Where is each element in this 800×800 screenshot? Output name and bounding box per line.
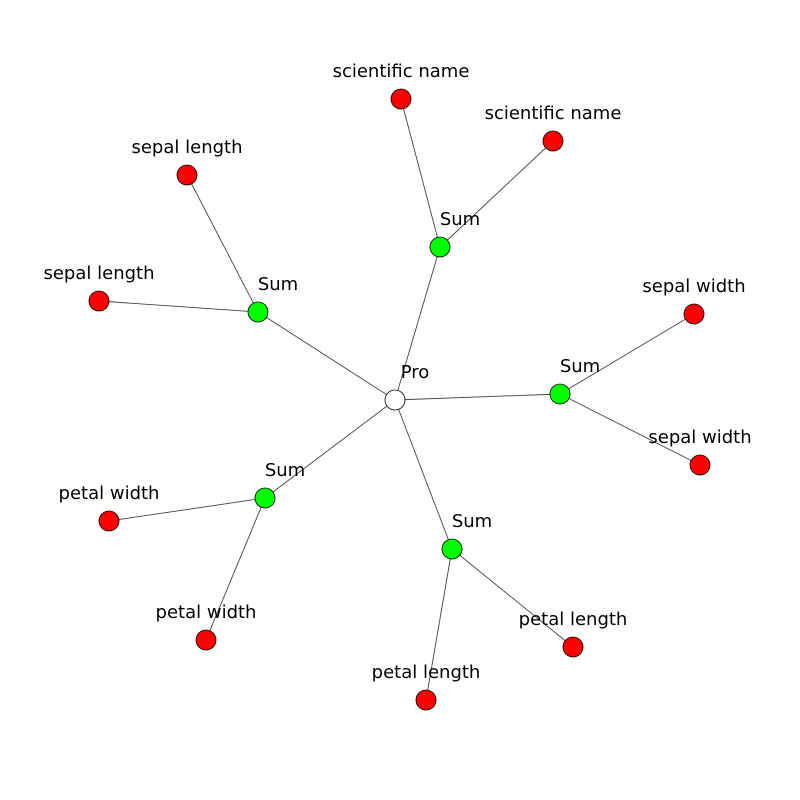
sum-node-label: Sum <box>440 209 480 230</box>
leaf-node <box>415 689 437 711</box>
leaf-node-label: scientific name <box>485 103 622 124</box>
leaf-node-label: petal length <box>519 609 628 630</box>
sum-node-label: Sum <box>560 356 600 377</box>
leaf-node-label: scientific name <box>333 61 470 82</box>
leaf-node <box>689 454 711 476</box>
edge-root-to-sum <box>394 246 441 401</box>
leaf-node-label: sepal width <box>642 276 745 297</box>
edge-root-to-sum <box>394 399 453 550</box>
leaf-node-label: petal width <box>59 483 160 504</box>
leaf-node <box>683 303 705 325</box>
leaf-node <box>88 290 110 312</box>
sum-node <box>429 236 451 258</box>
edge-sum-to-leaf <box>186 174 259 313</box>
leaf-node <box>542 130 564 152</box>
edge-sum-to-leaf <box>425 548 453 701</box>
sum-node-label: Sum <box>258 274 298 295</box>
nodes-layer <box>88 88 711 711</box>
edge-sum-to-leaf <box>400 98 441 248</box>
leaf-node-label: sepal length <box>43 263 154 284</box>
edge-sum-to-leaf <box>98 300 259 313</box>
product-node <box>384 389 406 411</box>
leaf-node-label: sepal width <box>648 427 751 448</box>
edges-layer <box>98 98 701 701</box>
leaf-node-label: sepal length <box>131 137 242 158</box>
edge-sum-to-leaf <box>205 497 266 641</box>
leaf-node-label: petal length <box>372 662 481 683</box>
edge-root-to-sum <box>394 393 561 401</box>
edge-root-to-sum <box>264 399 396 499</box>
edge-sum-to-leaf <box>439 140 554 248</box>
sum-node <box>247 301 269 323</box>
leaf-node <box>98 510 120 532</box>
product-node-label: Pro <box>401 362 430 383</box>
edge-sum-to-leaf <box>559 313 695 395</box>
sum-node <box>441 538 463 560</box>
leaf-node <box>390 88 412 110</box>
edge-sum-to-leaf <box>108 497 266 522</box>
leaf-node <box>195 629 217 651</box>
leaf-node <box>562 636 584 658</box>
leaf-node <box>176 164 198 186</box>
leaf-node-label: petal width <box>156 602 257 623</box>
sum-node <box>549 383 571 405</box>
sum-node <box>254 487 276 509</box>
edge-sum-to-leaf <box>451 548 574 648</box>
sum-node-label: Sum <box>452 511 492 532</box>
sum-node-label: Sum <box>265 460 305 481</box>
edge-sum-to-leaf <box>559 393 701 466</box>
edge-root-to-sum <box>257 311 396 401</box>
